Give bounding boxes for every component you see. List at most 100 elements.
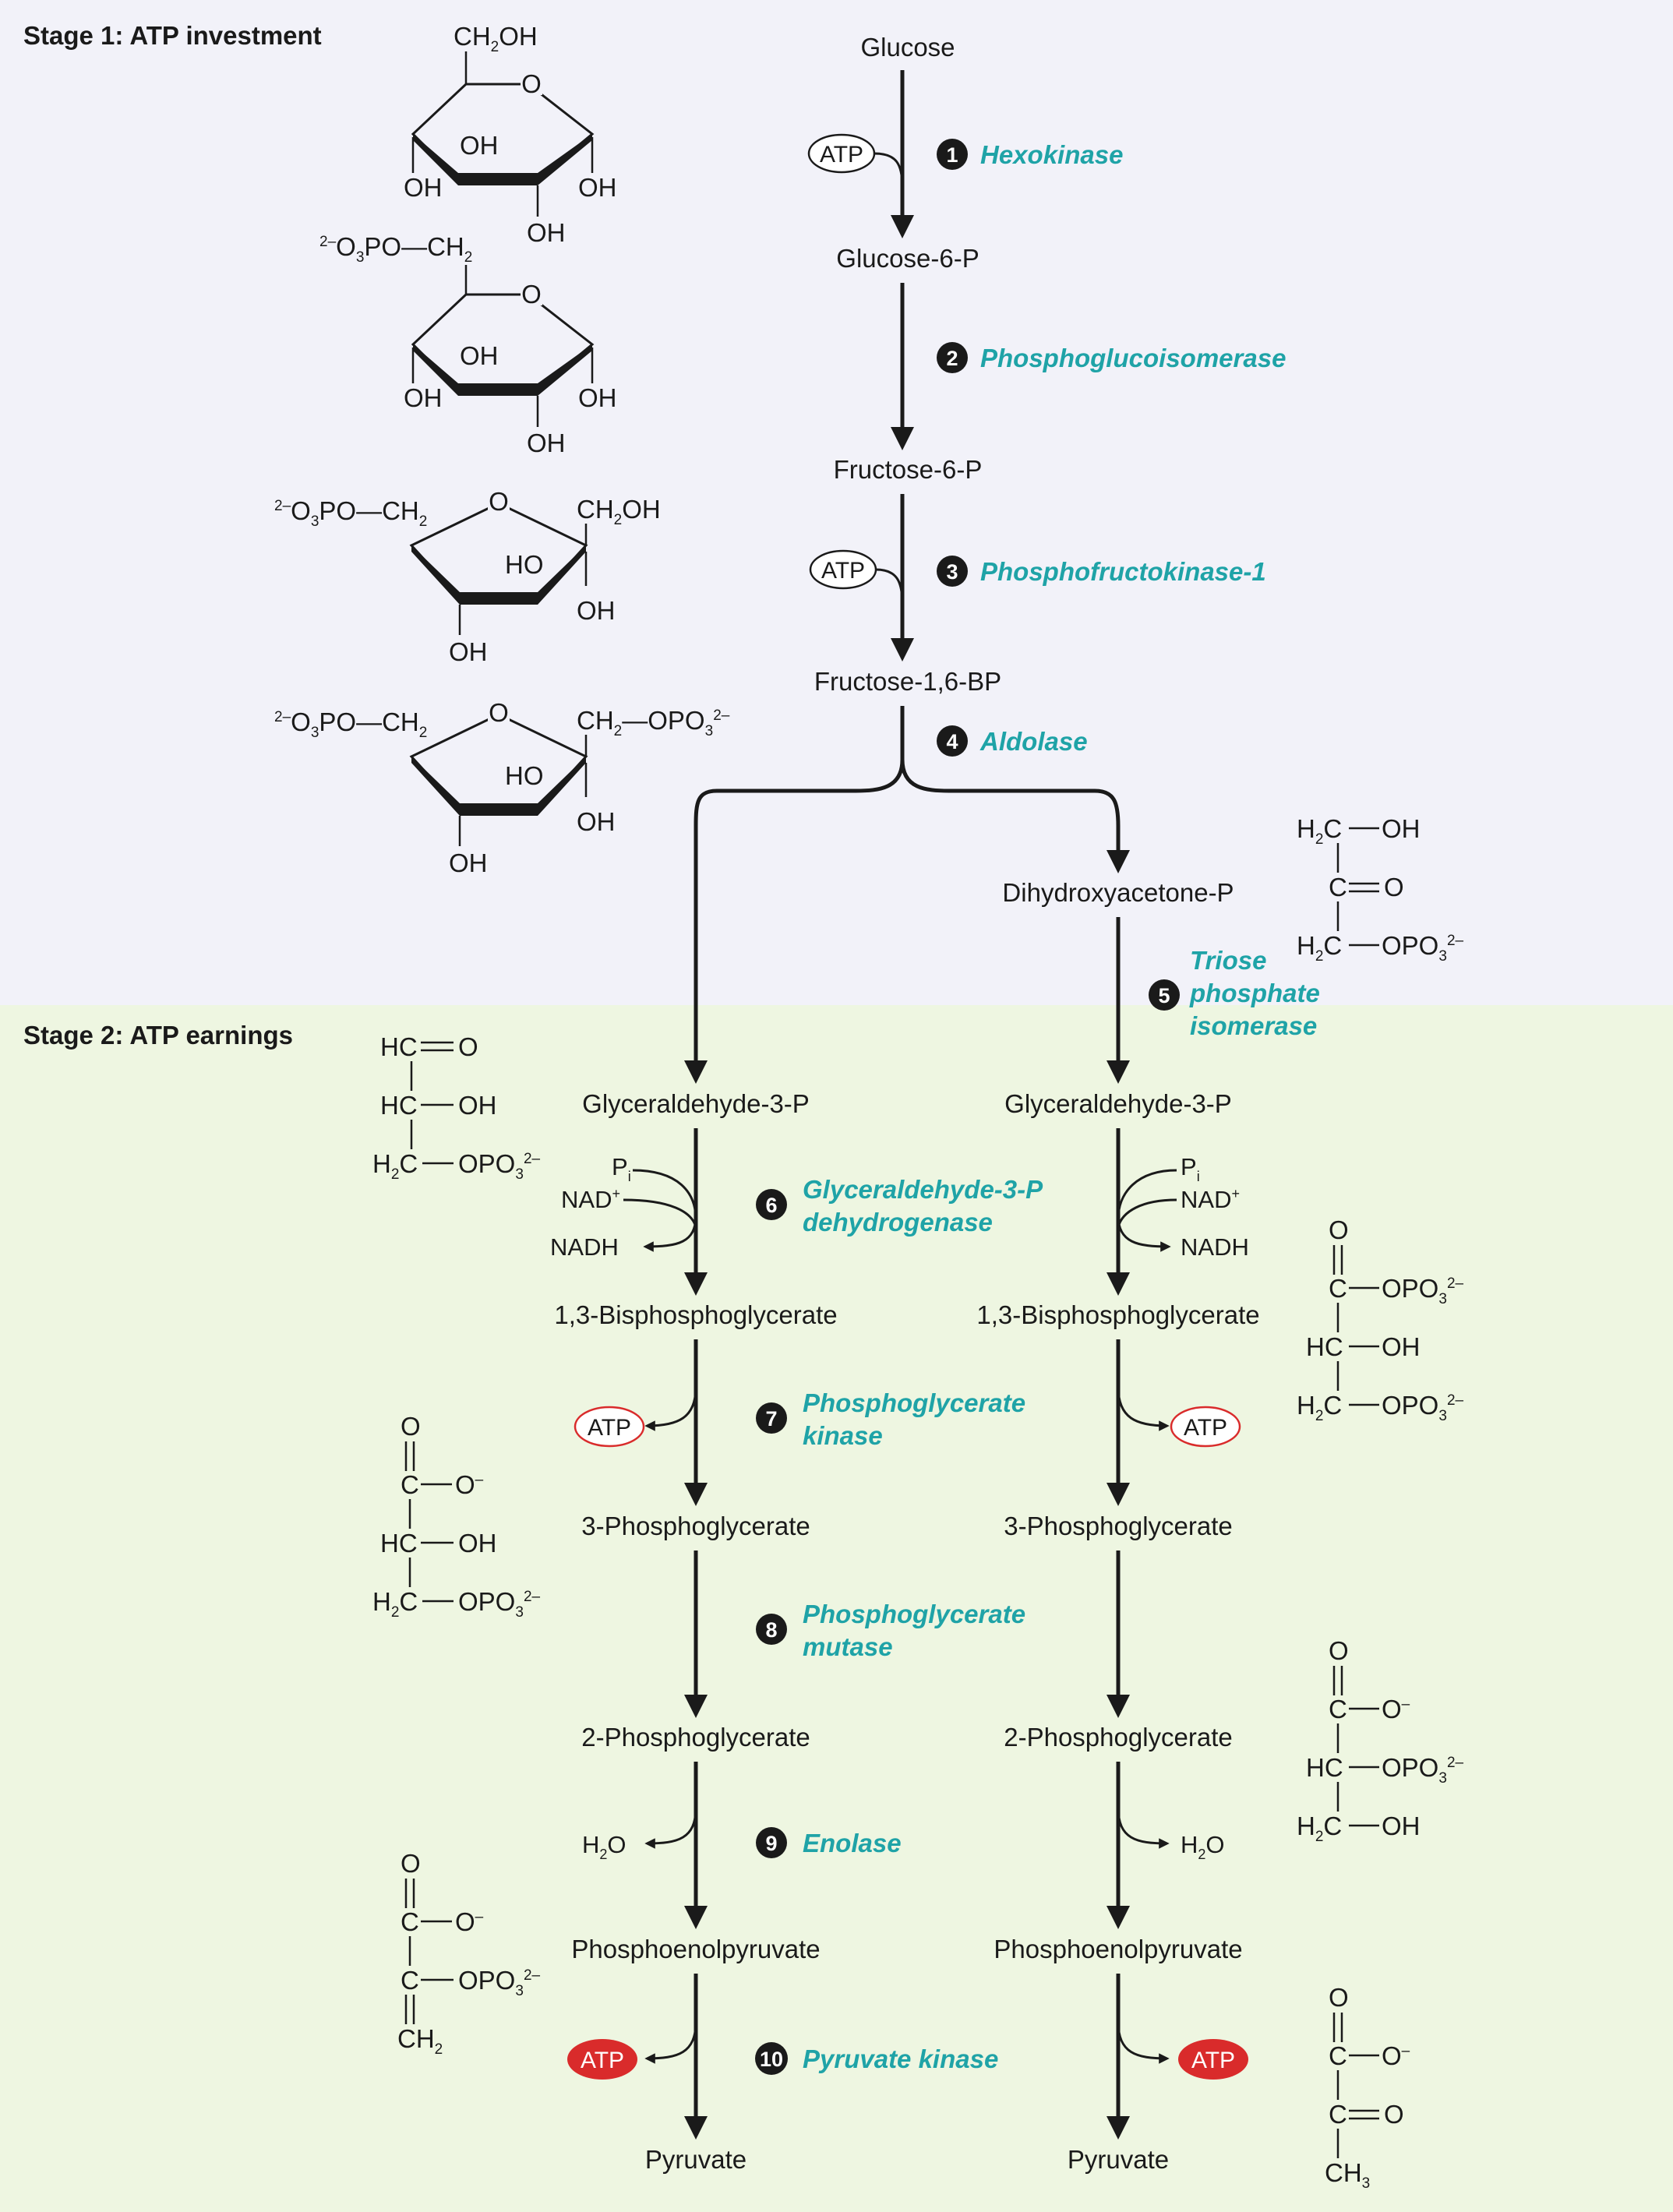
structure-2-pg: O C O– HC OPO32– H2C OH: [1297, 1636, 1464, 1845]
step-10: 10 Pyruvate kinase: [755, 2042, 998, 2075]
ring: [409, 502, 588, 600]
c-label: C: [401, 1907, 419, 1936]
oh-label: OH: [460, 131, 499, 160]
enzyme-gapdh-line1: Glyceraldehyde-3-P: [803, 1175, 1043, 1204]
ring-o-gap: [521, 282, 542, 305]
ring-bold-edge: [413, 344, 592, 396]
o-label: O: [401, 1849, 421, 1878]
atp-label: ATP: [588, 1415, 631, 1441]
atp-label: ATP: [581, 2048, 624, 2073]
step-2: 2 Phosphoglucoisomerase: [937, 342, 1286, 373]
h2c-label: H2C: [1297, 1812, 1342, 1845]
h2c-label: H2C: [372, 1149, 418, 1183]
step-number-badge: [755, 2042, 788, 2075]
water-curve: [644, 1807, 697, 1849]
opo3-label: OPO32–: [1382, 931, 1464, 965]
ring-o: O: [489, 487, 509, 516]
atp-oval: [574, 1406, 645, 1448]
oh-label: OH: [404, 383, 443, 412]
split-arrow-right: [900, 759, 1130, 873]
metabolite-gap-left: Glyceraldehyde-3-P: [582, 1089, 810, 1118]
pi-curve: [1117, 1169, 1177, 1220]
h2c-label: H2C: [1297, 814, 1342, 848]
o-label: O: [458, 1032, 478, 1061]
step-number-badge: [756, 1189, 787, 1220]
step-5: 5 Triose phosphate isomerase: [1149, 946, 1320, 1040]
ch2-label: CH2: [397, 2024, 443, 2058]
structure-fructose-1-6-bp: 2–O3PO—CH2 CH2—OPO32– O HO OH OH: [274, 698, 730, 877]
h2c-label: H2C: [1297, 1391, 1342, 1424]
o-label: O: [401, 1412, 421, 1441]
metabolite-pyruvate-left: Pyruvate: [645, 2145, 746, 2174]
enzyme-pyruvate-kinase: Pyruvate kinase: [803, 2044, 998, 2073]
ring: [409, 713, 588, 811]
ring-o-gap: [521, 72, 542, 95]
enzyme-triose-line1: Triose: [1190, 946, 1266, 975]
step-1: 1 Hexokinase: [937, 139, 1123, 170]
step-number-badge: [937, 342, 968, 373]
metabolite-3pg-left: 3-Phosphoglycerate: [581, 1512, 810, 1540]
nadh-curve: [1117, 1215, 1171, 1252]
ring-o-gap: [488, 489, 510, 514]
atp-curve: [644, 2021, 697, 2064]
ring-o: O: [521, 280, 542, 309]
metabolite-pep-right: Phosphoenolpyruvate: [994, 1935, 1242, 1963]
pi-curve: [632, 1169, 697, 1220]
metabolite-bpg-right: 1,3-Bisphosphoglycerate: [976, 1300, 1259, 1329]
oh-label: OH: [1382, 1332, 1421, 1361]
step-6: 6 Glyceraldehyde-3-P dehydrogenase: [756, 1175, 1043, 1237]
oh-label: OH: [460, 341, 499, 370]
nadh-curve: [643, 1215, 697, 1252]
ch3-label: CH3: [1325, 2158, 1370, 2192]
step-number-badge: [756, 1402, 787, 1434]
oh-label: OH: [449, 637, 488, 666]
metabolite-2pg-right: 2-Phosphoglycerate: [1004, 1723, 1233, 1752]
o-minus-label: O–: [455, 1470, 484, 1499]
oh-label: OH: [578, 383, 617, 412]
c-label: C: [401, 1470, 419, 1499]
oh-label: OH: [578, 173, 617, 202]
ring-bold-edge: [413, 134, 592, 185]
o-minus-label: O–: [455, 1907, 484, 1936]
hc-label: HC: [380, 1032, 418, 1061]
atp-output-7-right: ATP: [1117, 1386, 1241, 1448]
c-label: C: [1329, 2041, 1347, 2070]
nad-label: NAD+: [1181, 1186, 1240, 1213]
atp-input-3: ATP: [809, 549, 904, 605]
enzyme-pgk-line2: kinase: [803, 1421, 883, 1450]
step-number: 1: [946, 143, 958, 167]
nad-curve: [1117, 1198, 1177, 1228]
atp-curve: [644, 1386, 697, 1431]
oh-label: OH: [449, 848, 488, 877]
phospho-prefix: 2–O3PO—CH2: [319, 232, 472, 266]
metabolite-fructose-1-6-bp: Fructose-1,6-BP: [814, 667, 1001, 696]
stage1-title: Stage 1: ATP investment: [23, 21, 322, 50]
opo3-label: OPO32–: [458, 1966, 541, 1999]
structure-glucose-6-p: 2–O3PO—CH2 O OH OH OH OH: [319, 232, 617, 457]
oh-label: OH: [577, 807, 616, 836]
step-number: 2: [946, 347, 958, 370]
cofactors-step6-left: Pi NAD+ NADH: [550, 1153, 697, 1261]
structure-dhap: H2C OH C O H2C OPO32–: [1297, 814, 1464, 965]
step-number: 9: [765, 1832, 777, 1855]
pi-label: Pi: [612, 1153, 631, 1184]
atp-curve: [875, 568, 904, 605]
ho-label: HO: [505, 550, 544, 579]
enzyme-pgm-line2: mutase: [803, 1632, 893, 1661]
oh-label: OH: [458, 1529, 497, 1558]
structure-pyruvate: O C O– C O CH3: [1325, 1983, 1410, 2192]
nad-curve: [623, 1198, 697, 1228]
oh-label: OH: [1382, 1812, 1421, 1840]
hc-label: HC: [380, 1091, 418, 1120]
enzyme-phosphoglucoisomerase: Phosphoglucoisomerase: [980, 344, 1286, 372]
enzyme-phosphofructokinase-1: Phosphofructokinase-1: [980, 557, 1266, 586]
structure-fructose-6-p: 2–O3PO—CH2 CH2OH O HO OH OH: [274, 487, 661, 666]
metabolite-dihydroxyacetone-p: Dihydroxyacetone-P: [1002, 878, 1234, 907]
ring-o: O: [521, 69, 542, 98]
oh-label: OH: [1382, 814, 1421, 843]
opo3-label: OPO32–: [1382, 1753, 1464, 1787]
stage2-background: [0, 1005, 1673, 2212]
structure-1-3-bpg: O C OPO32– HC OH H2C OPO32–: [1297, 1215, 1464, 1424]
ring-bold-edge: [411, 757, 586, 816]
